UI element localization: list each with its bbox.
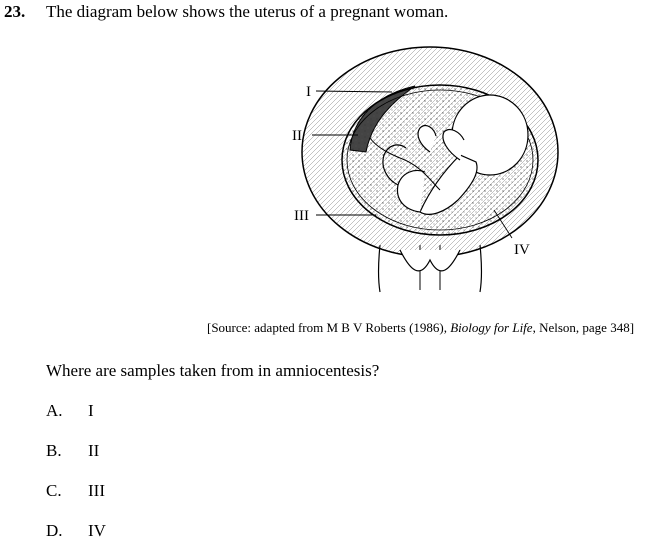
option-letter: B. [46,441,62,460]
fetus [369,94,529,215]
question-stem: The diagram below shows the uterus of a … [46,2,449,21]
option-value: IV [88,521,106,540]
option-letter: D. [46,521,63,540]
source-suffix: , Nelson, page 348] [532,320,635,335]
source-title: Biology for Life [450,320,533,335]
source-prefix: [Source: adapted from M B V Roberts (198… [207,320,451,335]
question-number: 23. [4,2,26,21]
option-value: III [88,481,105,500]
option-value: II [88,441,100,460]
label-i: I [306,84,311,100]
label-ii: II [292,128,302,144]
question-prompt: Where are samples taken from in amniocen… [46,361,380,380]
uterus-diagram: I II III IV [292,46,559,293]
label-iii: III [294,208,309,224]
option-letter: C. [46,481,62,500]
option-letter: A. [46,401,63,420]
label-lines [312,90,513,239]
label-iv: IV [514,242,530,258]
source-citation: [Source: adapted from M B V Roberts (198… [207,320,634,336]
option-value: I [88,401,94,420]
